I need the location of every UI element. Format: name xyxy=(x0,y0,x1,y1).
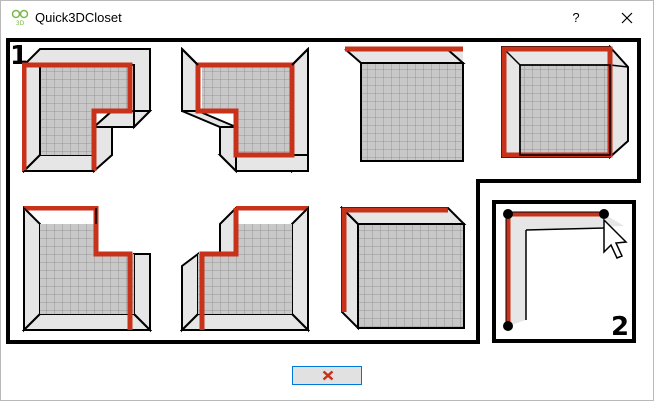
close-button[interactable] xyxy=(611,5,643,31)
help-button[interactable]: ? xyxy=(572,10,580,25)
cancel-x-icon xyxy=(322,370,334,381)
title-bar: 3D Quick3DCloset ? xyxy=(1,1,653,35)
cancel-button[interactable] xyxy=(292,366,362,385)
closet-shape-u-icon[interactable] xyxy=(500,45,632,167)
mouse-cursor-icon xyxy=(603,218,628,259)
closet-shape-top-wall-icon[interactable] xyxy=(340,206,468,332)
closet-shape-l-right-icon[interactable] xyxy=(180,47,310,173)
draw-panel-border xyxy=(492,200,636,343)
close-x-icon xyxy=(621,12,633,24)
svg-text:3D: 3D xyxy=(16,20,25,27)
closet-shape-back-wall-icon[interactable] xyxy=(343,45,469,165)
closet-shape-l-left-icon[interactable] xyxy=(22,47,152,173)
draw-panel-number: 2 xyxy=(611,312,630,342)
shape-panel-border xyxy=(6,38,641,344)
closet-shape-notch-top-right-icon[interactable] xyxy=(22,206,152,334)
window-title: Quick3DCloset xyxy=(35,10,122,25)
draw-custom-walls-icon[interactable] xyxy=(500,206,630,336)
qc-app-icon: 3D xyxy=(11,9,29,27)
closet-shape-notch-top-left-icon[interactable] xyxy=(180,206,310,334)
